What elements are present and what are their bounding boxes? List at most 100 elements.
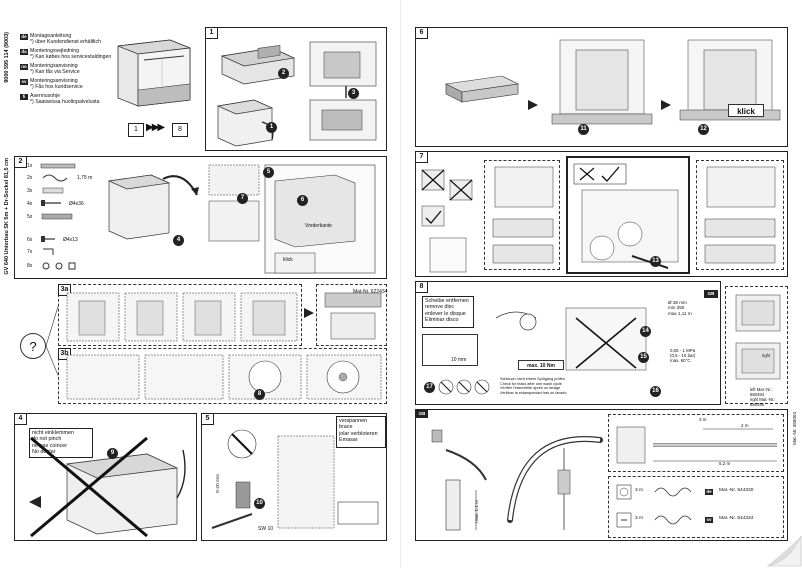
lang-chip: da <box>20 49 28 55</box>
arrow-right-icon <box>528 100 538 110</box>
vertical-mat-nr: Mat.-Nr. 355004 <box>792 412 797 445</box>
remove-disc-note: Scheibe entfernen remove disc enlever le… <box>422 296 474 328</box>
dimensions: Ø 38 mm min 350 max 1,11 m <box>668 300 692 316</box>
panel-7-detail-left <box>484 160 560 270</box>
part-qty: 8x <box>27 263 33 269</box>
tool-size: SW 10 <box>258 526 274 532</box>
left-page: 9000 595 114 (9003) de Montageanleitung … <box>4 27 388 541</box>
part-qty: 7x <box>27 249 33 255</box>
question-mark: ? <box>20 333 46 359</box>
step-badge: 12 <box>698 124 709 135</box>
step-badge: 16 <box>650 386 661 397</box>
spec: (0,5 - 10 bar) <box>670 353 696 359</box>
lang-line: Monteringsvejledning <box>30 48 80 54</box>
step-badge: 3 <box>348 88 359 99</box>
note-line: jolar verbloteren <box>339 430 378 437</box>
pinch-warning: nicht einklemmen do not pinch ne pas coi… <box>29 428 93 458</box>
page-curl-icon <box>766 535 802 567</box>
klick-note: klick <box>283 257 293 263</box>
foot-adjust-illustration <box>211 429 379 529</box>
panel-3b: 3b 8 <box>58 348 387 404</box>
part-qty: 6x <box>27 237 33 243</box>
cable-coil-icon <box>654 487 692 497</box>
mat-ref: right Mat.-Nr.: 680495 <box>750 397 776 407</box>
socket-icon <box>616 484 632 500</box>
warning-line: No doblar <box>32 448 56 455</box>
lang-chip: no <box>20 64 28 70</box>
dishwasher-install-illustration <box>107 174 199 240</box>
note-line: Verificar la estanqueidad tras un lavado <box>500 390 567 395</box>
plinth-mount-illustration <box>551 39 653 125</box>
lang-line: Asennusohje <box>30 93 60 99</box>
pressure-specs: 0,05 - 1 MPa (0,5 - 10 bar) max. 60°C <box>670 348 695 364</box>
lang-chip: sv <box>705 517 713 523</box>
arrow-right-icon <box>304 308 314 318</box>
edge-note: Vorderkante <box>305 223 332 229</box>
mat-nr: Mat.-Nr. 644334 <box>719 516 754 521</box>
strip-detail-illustration <box>324 292 382 340</box>
mat-nr: Mat-Nr. 622434 <box>353 289 388 295</box>
lang-line: *) Saatavissa huoltopalvelusta <box>30 99 100 105</box>
note-line: Eliminar disco <box>425 316 459 323</box>
dim: Ø 38 mm <box>668 300 687 305</box>
part-qty: 4x <box>27 201 33 207</box>
part-qty: 2x <box>27 175 33 181</box>
plinth-clicked-illustration <box>679 39 781 121</box>
part-rail-icon <box>40 163 76 169</box>
note-line: Vérifier l'étanchéité après un lavage <box>500 386 561 391</box>
step-badge: 13 <box>650 256 661 267</box>
panel-number: 7 <box>415 151 428 163</box>
drain-arc-illustration <box>507 436 603 530</box>
drain-connection-illustration <box>495 307 647 371</box>
dishwasher-bottom-illustration <box>216 99 274 147</box>
brace-note: verspannen brace jolar verbloteren Emasa… <box>336 416 386 448</box>
lang-line: Montageanleitung <box>30 33 72 39</box>
dim: max 1,11 m <box>668 310 692 316</box>
hose-length: 3 m <box>699 417 707 422</box>
panel-1: 1 2 3 1 <box>205 27 387 151</box>
panel-number: 6 <box>415 27 428 39</box>
arrow-right-icon <box>661 100 671 110</box>
step-range-arrows: ▶▶▶ <box>146 122 165 133</box>
step-badge: 1 <box>266 122 277 133</box>
cabinet-type-illustration <box>421 169 473 273</box>
step-badge: 9 <box>107 448 118 459</box>
gb-chip: GB <box>704 290 718 298</box>
fix-choice-illustration <box>573 163 679 269</box>
hose-length: 5,2 m <box>719 461 731 466</box>
part-strip-icon <box>41 213 73 220</box>
torque-label: max. 10 Nm <box>518 360 564 370</box>
step-range-from: 1 <box>128 123 144 137</box>
cabinet-right-illustration <box>735 342 781 380</box>
step-badge: 5 <box>263 167 274 178</box>
no-tools-icons <box>438 379 490 395</box>
panel-7-detail-right <box>696 160 784 270</box>
part-desc: Ø4x36 <box>69 201 84 207</box>
part-small-screw-icon <box>41 236 55 242</box>
side-ref-panel: right left Mat.-Nr.: 680494 right Mat.-N… <box>725 286 788 407</box>
note-line: brace <box>339 424 353 431</box>
step-badge: 14 <box>640 326 651 337</box>
gb-chip: GB <box>416 410 428 418</box>
mat-refs: left Mat.-Nr.: 680494 right Mat.-Nr.: 68… <box>750 387 787 407</box>
note-line: Schlauch nicht einem Spülgang prüfen <box>500 377 566 381</box>
step-badge: 15 <box>638 352 649 363</box>
panel2-side-label: GV 640 Unterbau SK 5m + Dr-Sockel 81,5 c… <box>4 158 10 275</box>
panel-8: 8 Scheibe entfernen remove disc enlever … <box>415 281 721 405</box>
panel-7-center: 13 <box>566 156 690 274</box>
note-line: Check for leaks after one wash cycle <box>500 381 562 386</box>
part-qty: 5x <box>27 214 33 220</box>
top-fix-illustration <box>492 166 554 264</box>
panel-number: 8 <box>415 281 428 293</box>
part-foot-icon <box>42 262 76 270</box>
dishwasher-cover-illustration <box>117 39 191 107</box>
part-screw-icon <box>41 200 61 206</box>
note-line: Scheibe entfernen <box>425 298 469 304</box>
panel-number: 5 <box>201 413 214 425</box>
cabinet-variants-illustration <box>66 292 298 342</box>
dim-label: 0-20 mm <box>216 474 221 493</box>
note-line: verspannen <box>339 418 368 424</box>
panel-9: GB max. 1,1 m 3 m 2 m 5,2 m <box>415 409 788 541</box>
right-label: right <box>762 353 771 358</box>
panel-2: 2 1x 2x 1,75 m 3x 4x Ø4x36 5x 6x Ø4x13 7… <box>14 156 387 279</box>
